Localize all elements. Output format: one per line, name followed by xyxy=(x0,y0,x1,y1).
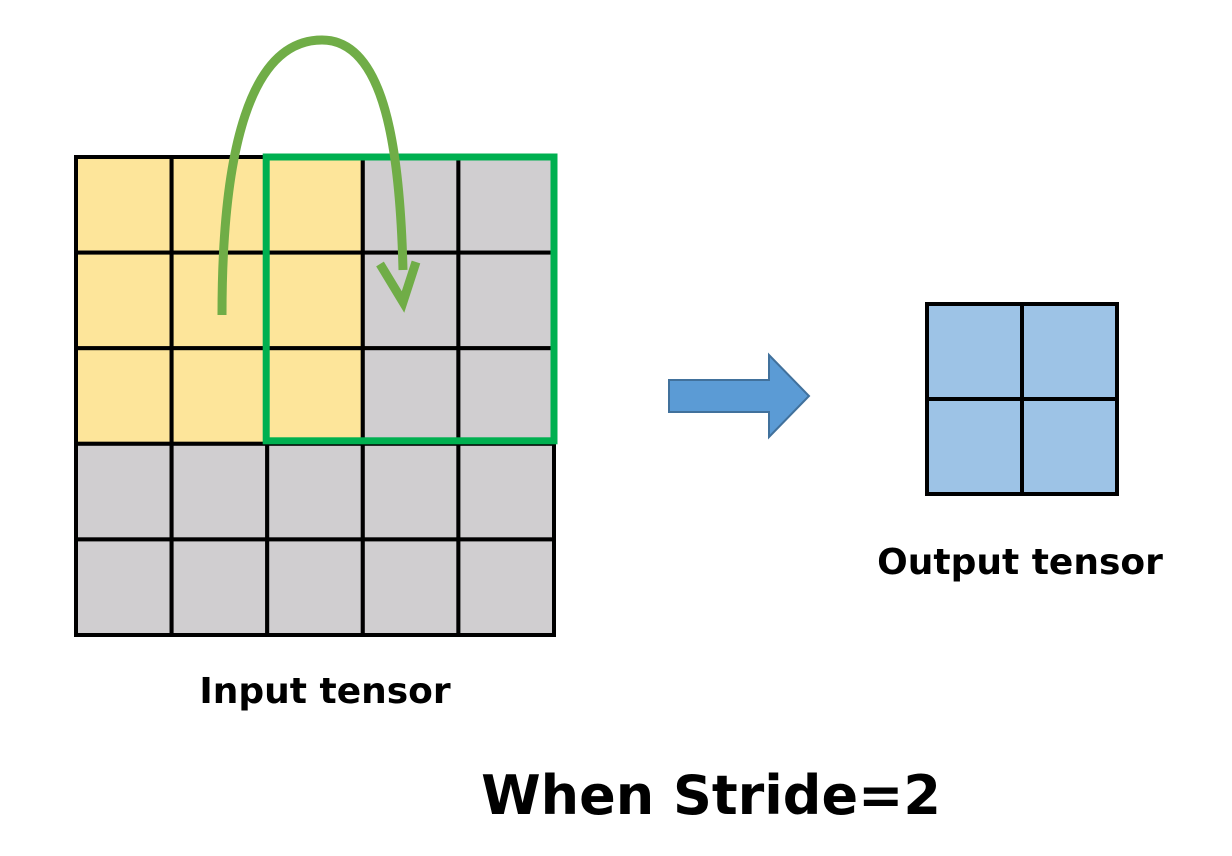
input-cell-r0-c0 xyxy=(74,155,174,255)
output-cell-r1-c0 xyxy=(925,397,1024,496)
input-cell-r0-c3 xyxy=(360,155,461,255)
output-tensor-label: Output tensor xyxy=(877,542,1163,583)
input-cell-r3-c1 xyxy=(169,441,270,542)
input-cell-r2-c1 xyxy=(169,346,270,446)
input-cell-r2-c3 xyxy=(360,346,461,446)
stride-arrow-curve xyxy=(217,35,408,316)
stride-window-outline xyxy=(262,153,558,445)
stride-arrow-head xyxy=(376,260,421,313)
input-tensor-grid xyxy=(74,155,556,638)
input-cell-r2-c4 xyxy=(456,346,556,446)
input-cell-r4-c3 xyxy=(360,537,461,638)
input-cell-r4-c0 xyxy=(74,537,174,638)
input-cell-r0-c2 xyxy=(265,155,365,255)
output-cell-r0-c1 xyxy=(1020,302,1119,401)
input-cell-r4-c4 xyxy=(456,537,556,638)
caption: When Stride=2 xyxy=(481,764,941,827)
input-cell-r1-c2 xyxy=(265,250,365,351)
input-cell-r0-c1 xyxy=(169,155,270,255)
input-cell-r1-c4 xyxy=(456,250,556,351)
output-cell-r0-c0 xyxy=(925,302,1024,401)
input-tensor-label: Input tensor xyxy=(199,671,451,712)
input-cell-r0-c4 xyxy=(456,155,556,255)
input-cell-r1-c0 xyxy=(74,250,174,351)
input-cell-r3-c2 xyxy=(265,441,365,542)
input-cell-r3-c3 xyxy=(360,441,461,542)
stride-movement-arrow xyxy=(217,35,421,316)
input-cell-r3-c0 xyxy=(74,441,174,542)
input-cell-r2-c2 xyxy=(265,346,365,446)
input-cell-r2-c0 xyxy=(74,346,174,446)
output-tensor-grid xyxy=(925,302,1119,496)
output-cell-r1-c1 xyxy=(1020,397,1119,496)
input-cell-r4-c1 xyxy=(169,537,270,638)
input-cell-r3-c4 xyxy=(456,441,556,542)
input-cell-r4-c2 xyxy=(265,537,365,638)
transform-arrow xyxy=(668,352,811,440)
